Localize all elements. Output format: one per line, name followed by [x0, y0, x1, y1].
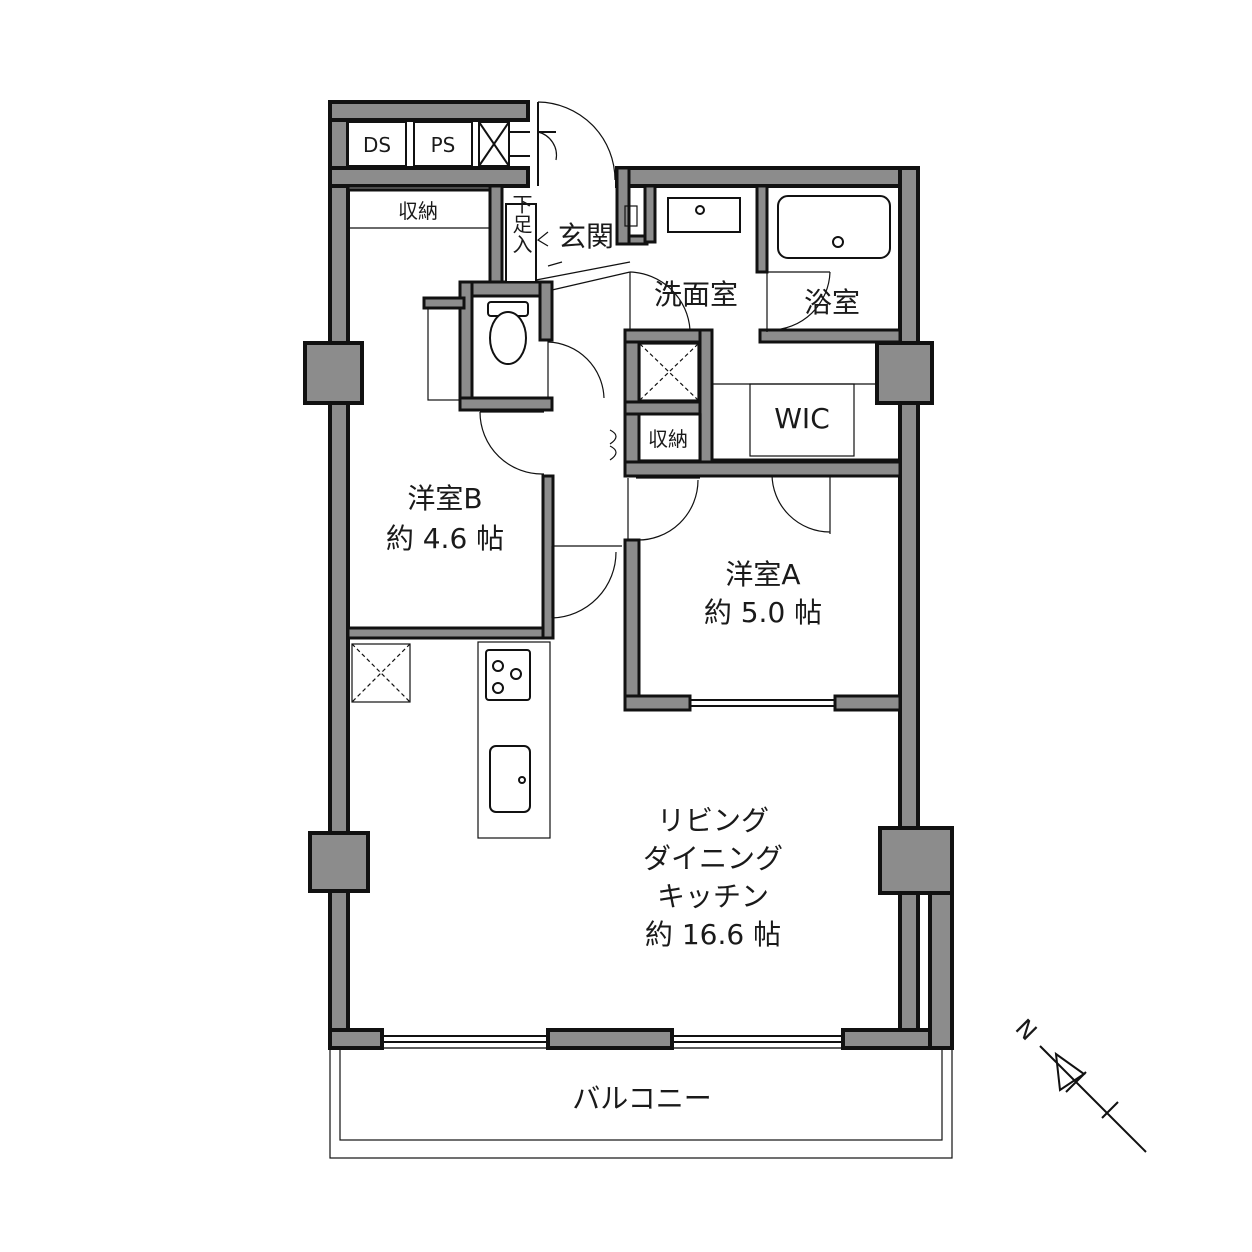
entrance-door[interactable]: [537, 101, 616, 186]
room-labels: DS PS 収納 玄関 下足入 洗面室 浴室 WIC 収納 洋室B 約 4.6 …: [363, 133, 860, 1115]
room-b-walls: [346, 184, 622, 640]
label-storage-b: 収納: [398, 199, 438, 223]
label-washroom: 洗面室: [654, 278, 738, 311]
compass-north-label: N: [1010, 1014, 1042, 1046]
label-ds: DS: [363, 133, 391, 157]
label-storage-hall: 収納: [648, 427, 688, 451]
label-ps: PS: [431, 133, 456, 157]
label-room-b-size: 約 4.6 帖: [386, 522, 504, 555]
wet-area-walls: [615, 166, 902, 478]
label-ldk-size: 約 16.6 帖: [645, 918, 781, 951]
north-arrow-icon: N: [1010, 1014, 1147, 1153]
ldk-windows: [382, 1035, 843, 1043]
kitchen-counter: [351, 641, 551, 839]
label-room-a-name: 洋室A: [725, 558, 800, 591]
label-room-a-size: 約 5.0 帖: [704, 596, 822, 629]
hall-storage: [609, 413, 702, 461]
label-wic: WIC: [774, 402, 830, 435]
label-room-b-name: 洋室B: [407, 482, 482, 515]
label-shoe-box: 下足入: [509, 194, 533, 254]
label-ldk-line1: リビング: [657, 804, 769, 837]
label-ldk-line2: ダイニング: [643, 842, 783, 875]
label-bathroom: 浴室: [804, 286, 860, 319]
label-ldk-line3: キッチン: [657, 880, 769, 913]
room-a-walls: [623, 460, 902, 712]
label-balcony: バルコニー: [572, 1082, 711, 1115]
outer-walls: [303, 100, 954, 1050]
utility-shafts: [347, 121, 530, 167]
entrance-area: [505, 203, 631, 291]
label-entrance: 玄関: [558, 220, 614, 253]
